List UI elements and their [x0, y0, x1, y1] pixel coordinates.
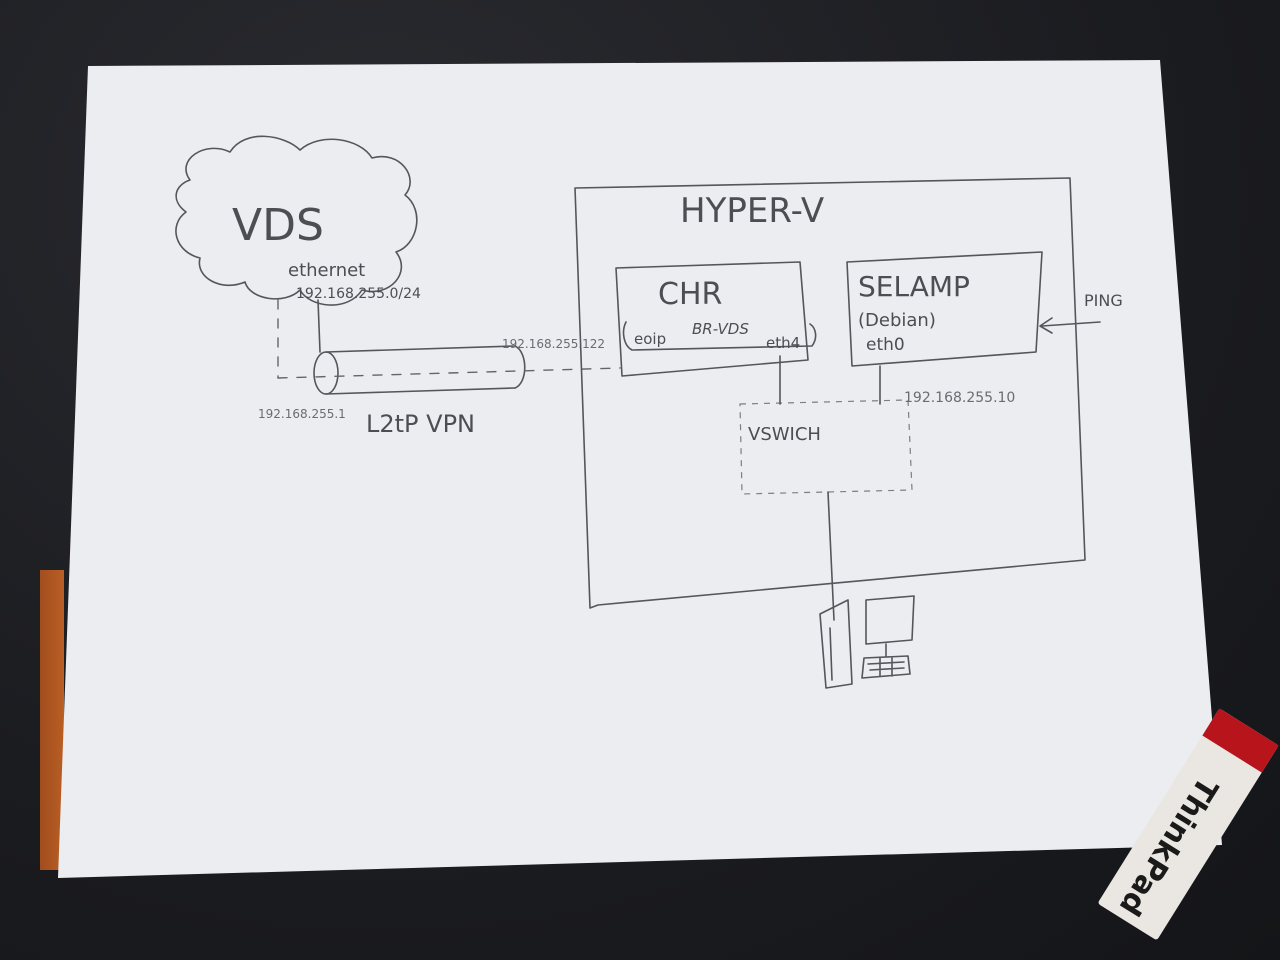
- selamp-eth-label: eth0: [866, 335, 905, 355]
- selamp-os-label: (Debian): [858, 310, 936, 331]
- ping-label: PING: [1084, 291, 1123, 310]
- chr-eth-label: eth4: [766, 334, 800, 352]
- vpn-label: L2tP VPN: [366, 410, 475, 438]
- hyperv-label: HYPER-V: [680, 191, 824, 231]
- vds-interface-label: ethernet: [288, 260, 365, 281]
- selamp-label: SELAMP: [858, 270, 970, 303]
- chr-label: CHR: [658, 277, 722, 312]
- vswitch-label: VSWICH: [748, 424, 821, 445]
- vpn-right-ip: 192.168.255.122: [502, 337, 605, 351]
- chr-eoip-label: eoip: [634, 330, 666, 348]
- vds-label: VDS: [232, 200, 324, 251]
- chr-bridge-label: BR-VDS: [692, 320, 749, 338]
- vds-subnet-label: 192.168.255.0/24: [296, 286, 421, 302]
- paper: [58, 60, 1222, 878]
- vpn-left-ip: 192.168.255.1: [258, 407, 346, 421]
- selamp-ip-label: 192.168.255.10: [904, 390, 1015, 406]
